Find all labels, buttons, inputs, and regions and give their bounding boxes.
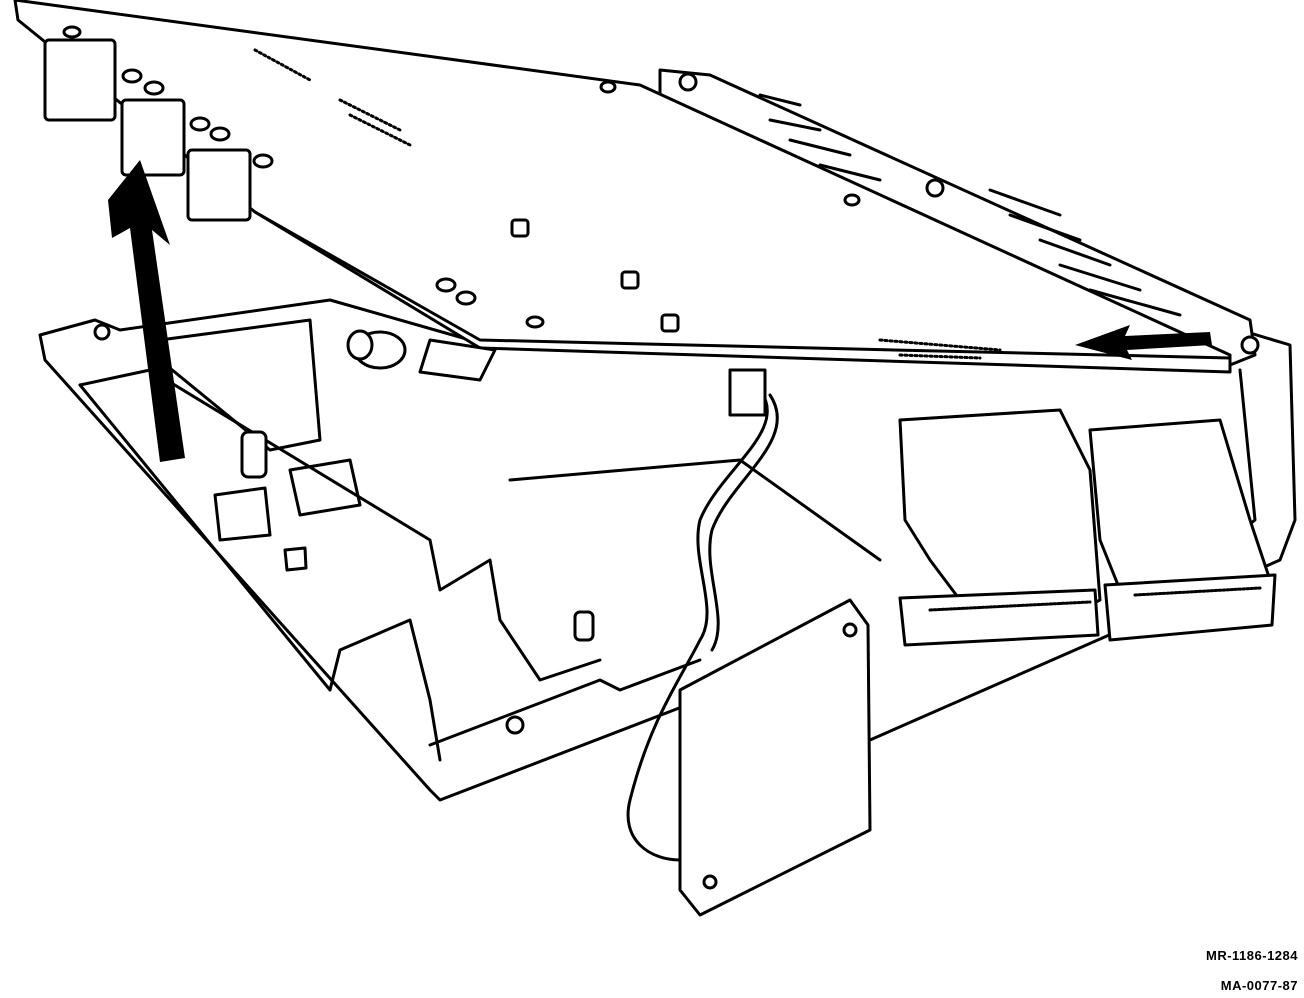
figure-code-ma: MA-0077-87 (1220, 978, 1298, 993)
bnc-connector (346, 329, 497, 382)
cover-plate (678, 598, 872, 917)
wire-harness (626, 368, 779, 862)
ribbon-cables (898, 408, 1277, 647)
figure-code-mr: MR-1186-1284 (1206, 948, 1298, 963)
circuit-board (13, 0, 1232, 374)
lift-up-arrow (108, 160, 185, 462)
slide-left-arrow (1075, 325, 1212, 360)
